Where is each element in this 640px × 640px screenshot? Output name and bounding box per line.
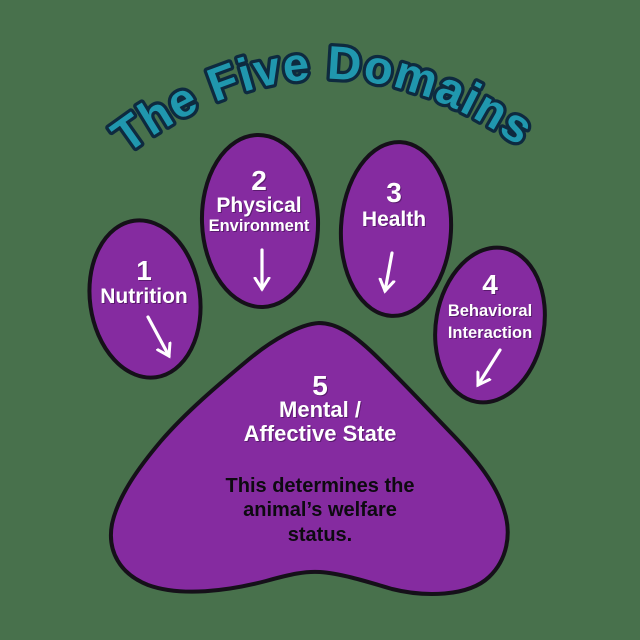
domain-2-label-line1: Physical — [216, 194, 301, 217]
domain-2-label-line2: Environment — [209, 217, 310, 235]
domain-4-behavioral-interaction: 4 Behavioral Interaction — [433, 245, 547, 405]
toe-ellipse-behavioral-interaction — [433, 245, 547, 405]
domain-1-label: Nutrition — [100, 285, 187, 308]
welfare-note-line1: This determines the — [226, 475, 415, 497]
domain-3-number: 3 — [386, 177, 402, 208]
page-title-text: The Five Domains — [99, 32, 546, 165]
domain-4-label-line2: Interaction — [448, 324, 532, 342]
page-title: The Five Domains — [102, 35, 544, 162]
down-right-arrow-icon — [146, 315, 169, 356]
welfare-note-line2: animal’s welfare — [243, 499, 397, 521]
domain-3-label: Health — [362, 208, 426, 231]
domain-5-label-line1: Mental / — [279, 397, 361, 422]
domain-4-number: 4 — [482, 269, 498, 300]
domain-5-number: 5 — [312, 370, 328, 401]
toe-ellipse-health — [338, 140, 454, 318]
toe-ellipse-physical-environment — [199, 133, 321, 309]
domain-4-label-line1: Behavioral — [448, 302, 532, 320]
toe-ellipse-nutrition — [87, 218, 203, 380]
domain-3-health: 3 Health — [338, 140, 454, 318]
domain-2-physical-environment: 2 Physical Environment — [199, 133, 321, 309]
domain-2-number: 2 — [251, 165, 267, 196]
down-arrow-icon — [385, 251, 392, 291]
domain-1-nutrition: 1 Nutrition — [87, 218, 203, 380]
domain-5-label-line2: Affective State — [244, 421, 397, 446]
paw-pad-shape — [109, 320, 510, 596]
domain-5-mental-affective-state: 5 Mental / Affective State This determin… — [109, 320, 510, 596]
welfare-note-line3: status. — [288, 524, 352, 546]
domain-1-number: 1 — [136, 255, 152, 286]
down-left-arrow-icon — [476, 348, 502, 385]
